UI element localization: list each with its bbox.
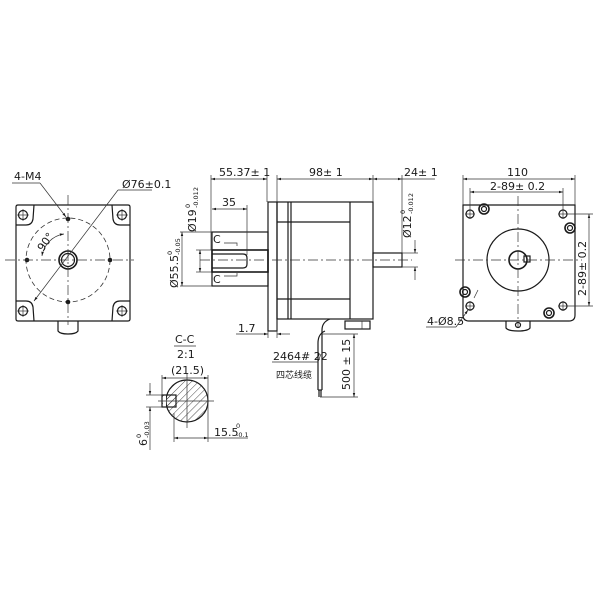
svg-text:Ø19: Ø19 (186, 209, 199, 232)
hole-label: 4-Ø8.5 (427, 315, 464, 328)
section-ref-dia: (21.5) (171, 364, 204, 377)
pcd-label: Ø76±0.1 (122, 178, 171, 191)
front-shaft-length-label: 24± 1 (404, 166, 438, 179)
svg-text:-0.05: -0.05 (174, 238, 182, 255)
mount-hole-icon (465, 209, 475, 219)
mount-hole-icon (558, 209, 568, 219)
screw-icon (564, 222, 576, 234)
section-title: C-C (175, 333, 195, 346)
mount-hole-icon (558, 301, 568, 311)
svg-text:0: 0 (135, 434, 143, 438)
flange-thickness-label: 1.7 (238, 322, 256, 335)
svg-text:-0.012: -0.012 (407, 193, 415, 214)
mount-hole-icon (465, 301, 475, 311)
hole-spacing-h-label: 2-89± 0.2 (490, 180, 545, 193)
svg-text:Ø55.5: Ø55.5 (168, 255, 181, 288)
svg-text:0: 0 (236, 422, 240, 430)
rear-shaft-length-label: 55.37± 1 (219, 166, 270, 179)
svg-text:0: 0 (184, 204, 192, 208)
svg-text:Ø12: Ø12 (401, 215, 414, 238)
body-length-label: 98± 1 (309, 166, 343, 179)
corner-hole-icon (17, 305, 29, 317)
shaft-dia-label: Ø19 0 -0.012 (184, 187, 200, 232)
hole-spacing-v-label: 2-89± 0.2 (576, 241, 589, 296)
front-shaft-dia-label: Ø12 0 -0.012 (399, 193, 415, 238)
front-view (5, 182, 152, 335)
side-view (180, 175, 435, 398)
key-depth-label: 15.5 0 -0.1 (214, 422, 249, 439)
rear-view (426, 175, 593, 332)
key-length-label: 35 (222, 196, 236, 209)
angle-label: 90° (35, 230, 57, 253)
rear-width-label: 110 (507, 166, 528, 179)
screw-icon (478, 203, 490, 215)
corner-hole-icon (116, 209, 128, 221)
svg-text:0: 0 (166, 251, 174, 255)
section-scale: 2:1 (177, 348, 195, 361)
svg-text:-0.03: -0.03 (143, 421, 151, 438)
svg-text:6: 6 (137, 439, 150, 446)
thread-label: 4-M4 (14, 170, 41, 183)
corner-hole-icon (116, 305, 128, 317)
svg-text:-0.1: -0.1 (236, 431, 249, 439)
pilot-dia-label: Ø55.5 0 -0.05 (166, 238, 182, 288)
corner-hole-icon (17, 209, 29, 221)
svg-text:0: 0 (399, 210, 407, 214)
section-mark-bottom: C (213, 273, 221, 286)
key-width-label: 6 0 -0.03 (135, 421, 151, 446)
svg-text:15.5: 15.5 (214, 426, 239, 439)
cable-desc-label: 四芯线缆 (276, 369, 312, 381)
screw-icon (543, 307, 555, 319)
section-mark-top: C (213, 233, 221, 246)
cable-length-label: 500 ± 15 (340, 339, 353, 390)
cable-spec-label: 2464# 22 (273, 350, 328, 363)
screw-icon (459, 286, 471, 298)
section-view (146, 345, 248, 450)
svg-text:-0.012: -0.012 (192, 187, 200, 208)
